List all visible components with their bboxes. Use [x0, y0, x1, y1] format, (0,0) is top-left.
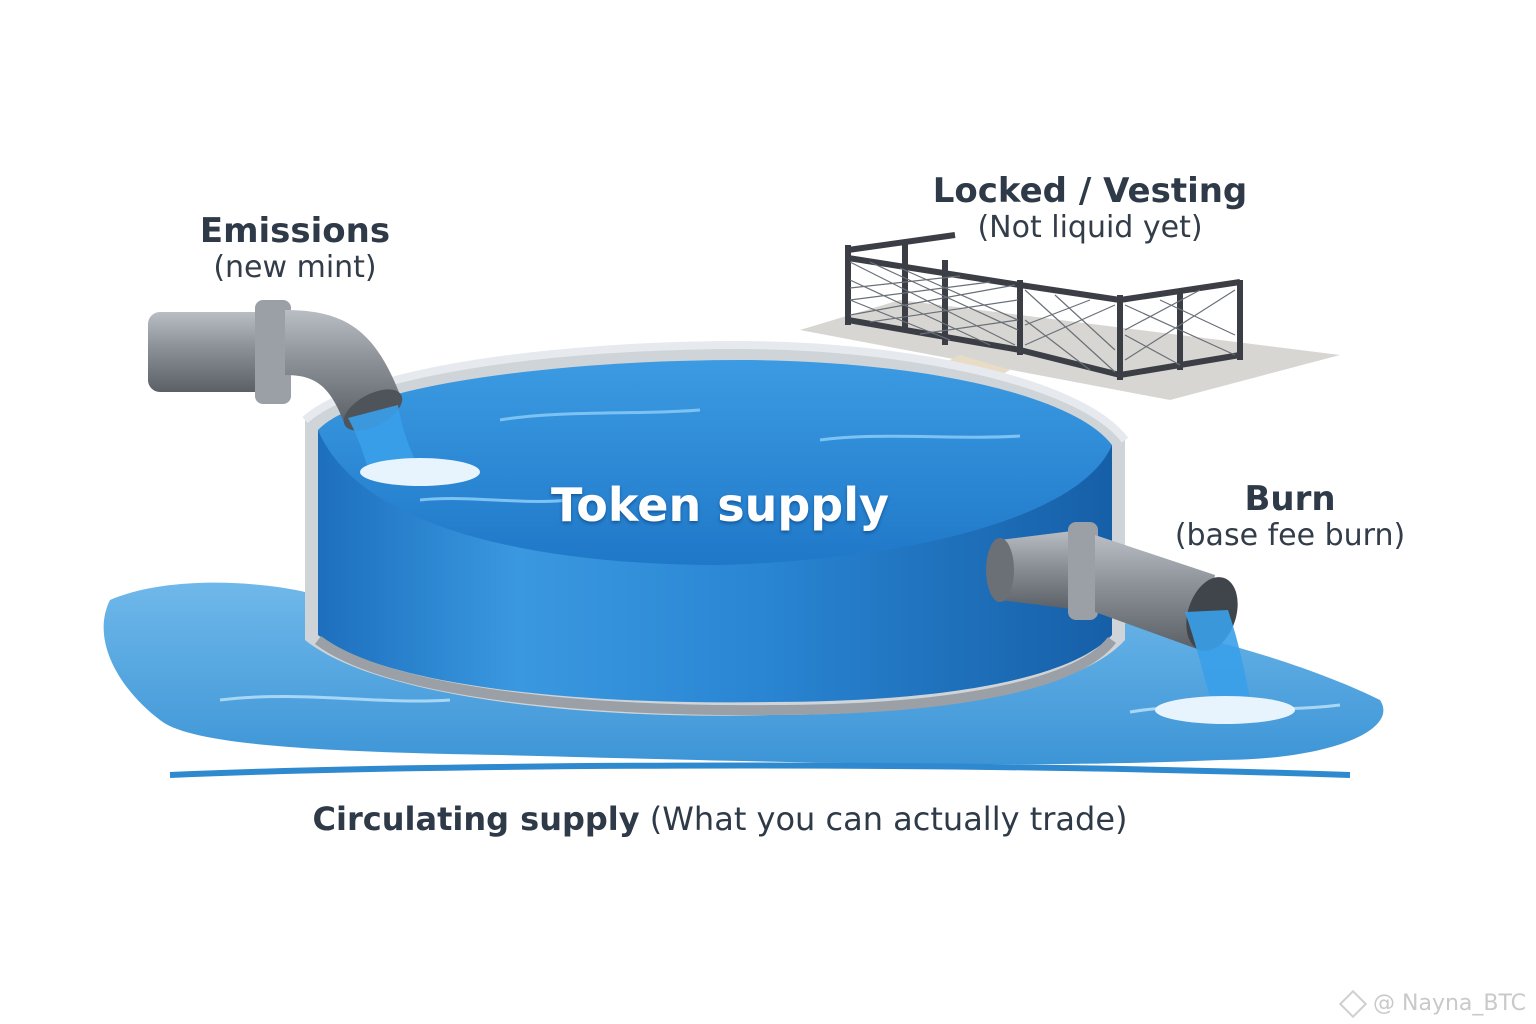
token-supply-label: Token supply [551, 478, 889, 532]
locked-subtitle: (Not liquid yet) [977, 210, 1203, 246]
locked-vesting-label: Locked / Vesting (Not liquid yet) [920, 171, 1260, 246]
burn-title: Burn [1244, 479, 1336, 519]
circulating-supply-label: Circulating supply (What you can actuall… [200, 800, 1240, 838]
emissions-label: Emissions (new mint) [170, 211, 420, 286]
emissions-waterfall [348, 405, 480, 486]
circulating-title: Circulating supply [312, 800, 640, 838]
fence-mesh [849, 261, 1236, 373]
burn-subtitle: (base fee burn) [1174, 518, 1406, 554]
watermark: @ Nayna_BTC [1338, 989, 1526, 1019]
circulating-subtitle: (What you can actually trade) [649, 800, 1128, 838]
watermark-text: @ Nayna_BTC [1373, 991, 1526, 1016]
water-tank-icon [302, 340, 1129, 716]
burn-waterfall [1155, 610, 1295, 724]
emissions-title: Emissions [199, 211, 391, 251]
locked-title: Locked / Vesting [932, 171, 1248, 211]
emissions-subtitle: (new mint) [213, 250, 377, 286]
burn-label: Burn (base fee burn) [1160, 479, 1420, 554]
watermark-logo-icon [1338, 989, 1368, 1019]
